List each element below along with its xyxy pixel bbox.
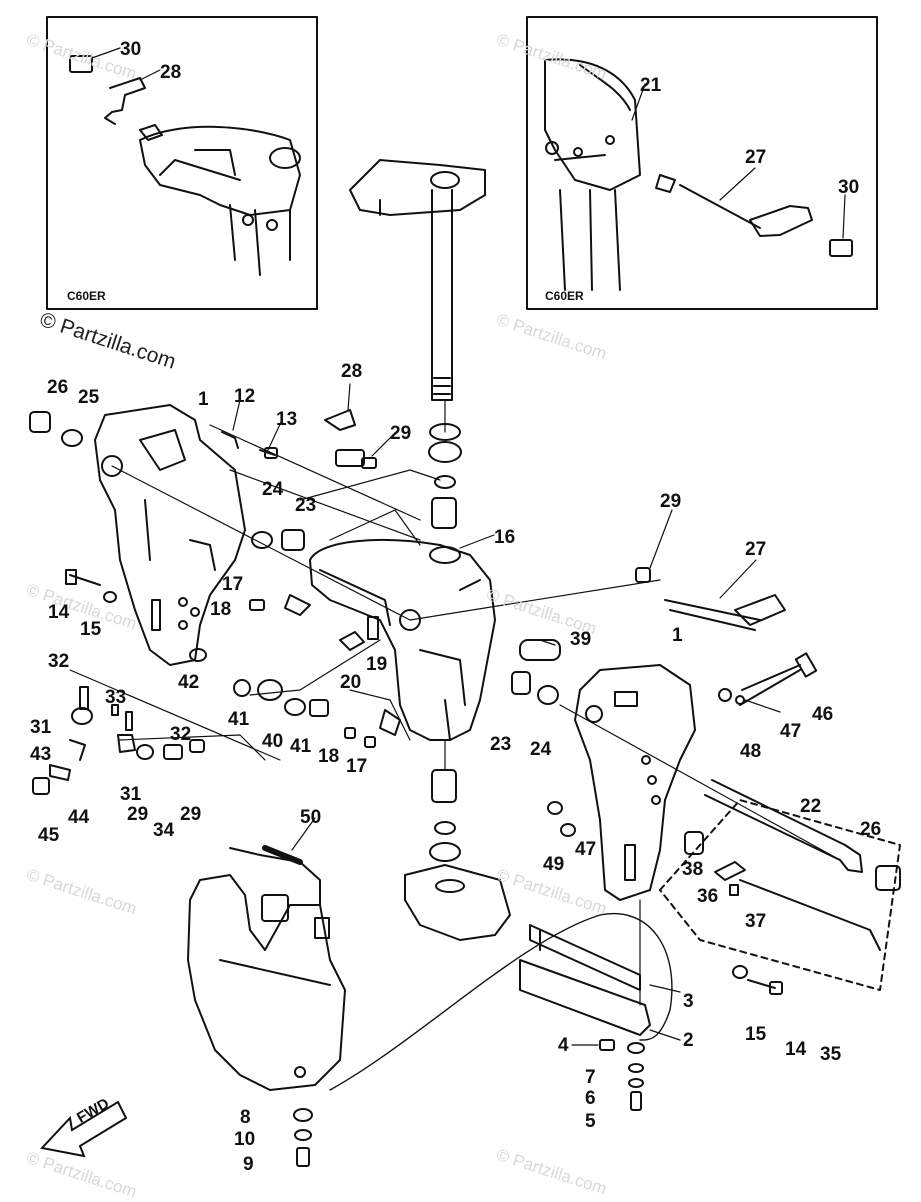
- rod-assembly: [714, 861, 881, 951]
- callout-29: 29: [180, 804, 202, 825]
- ground-wire: [329, 912, 673, 1091]
- callout-24: 24: [262, 479, 284, 500]
- callout-18: 18: [318, 746, 340, 767]
- callout-7: 7: [585, 1067, 596, 1088]
- callout-21: 21: [640, 75, 662, 96]
- callout-47: 47: [780, 721, 802, 742]
- callout-34: 34: [153, 820, 175, 841]
- callout-20: 20: [340, 672, 362, 693]
- callout-1: 1: [672, 625, 683, 646]
- inset-left-model-label: C60ER: [67, 289, 106, 303]
- callout-44: 44: [68, 807, 90, 828]
- callout-41: 41: [290, 736, 312, 757]
- callout-27: 27: [745, 147, 767, 168]
- callout-3: 3: [683, 991, 694, 1012]
- leader-lines: [69, 399, 841, 1006]
- callout-14: 14: [48, 602, 70, 623]
- rod-assembly-box: [659, 799, 901, 991]
- callout-35: 35: [820, 1044, 842, 1065]
- callout-24: 24: [530, 739, 552, 760]
- callout-29: 29: [390, 423, 412, 444]
- hardware-left: [29, 409, 651, 662]
- inset-right-rod: [655, 174, 853, 257]
- power-trim-unit: [187, 874, 346, 1091]
- callout-41: 41: [228, 709, 250, 730]
- callout-14: 14: [785, 1039, 807, 1060]
- callout-19: 19: [366, 654, 388, 675]
- callout-13: 13: [276, 409, 298, 430]
- callout-27: 27: [745, 539, 767, 560]
- callout-29: 29: [127, 804, 149, 825]
- callout-30: 30: [120, 39, 142, 60]
- callout-28: 28: [341, 361, 363, 382]
- callout-25: 25: [78, 387, 100, 408]
- fwd-arrow-icon: [40, 1100, 128, 1158]
- callout-9: 9: [243, 1154, 254, 1175]
- callout-37: 37: [745, 911, 767, 932]
- callout-leaders: [91, 47, 846, 1046]
- callout-16: 16: [494, 527, 516, 548]
- callout-10: 10: [234, 1129, 256, 1150]
- callout-5: 5: [585, 1111, 596, 1132]
- lower-mount: [404, 864, 511, 941]
- callout-4: 4: [558, 1035, 569, 1056]
- upper-bushing-stack: [428, 423, 462, 564]
- hardware-bottom-left: [32, 679, 376, 795]
- callout-23: 23: [295, 495, 317, 516]
- inset-left-lever: [69, 55, 163, 141]
- callout-28: 28: [160, 62, 182, 83]
- trim-rod-hardware: [664, 594, 801, 705]
- callout-40: 40: [262, 731, 284, 752]
- callout-8: 8: [240, 1107, 251, 1128]
- callout-47: 47: [575, 839, 597, 860]
- inset-right-frame: [526, 16, 878, 310]
- callout-38: 38: [682, 859, 704, 880]
- callout-31: 31: [120, 784, 142, 805]
- inset-right-bracket: [544, 58, 641, 291]
- left-clamp-bracket: [94, 404, 246, 666]
- callout-22: 22: [800, 796, 822, 817]
- callout-15: 15: [80, 619, 102, 640]
- callout-6: 6: [585, 1088, 596, 1109]
- callout-33: 33: [105, 687, 127, 708]
- callout-1: 1: [198, 389, 209, 410]
- callout-32: 32: [170, 724, 192, 745]
- callout-39: 39: [570, 629, 592, 650]
- trim-plates: [519, 924, 651, 1036]
- callout-31: 31: [30, 717, 52, 738]
- lower-bushing-stack: [429, 769, 461, 862]
- steering-shaft: [431, 189, 453, 401]
- callout-30: 30: [838, 177, 860, 198]
- steering-arm: [349, 159, 486, 216]
- tilt-tube: [704, 779, 901, 891]
- swivel-bracket: [309, 539, 496, 741]
- callout-18: 18: [210, 599, 232, 620]
- callout-29: 29: [660, 491, 682, 512]
- callout-49: 49: [543, 854, 565, 875]
- callout-50: 50: [300, 807, 322, 828]
- bolt-46: [739, 652, 818, 706]
- callout-26: 26: [47, 377, 69, 398]
- cable-50: [229, 845, 321, 906]
- callout-48: 48: [740, 741, 762, 762]
- inset-right-model-label: C60ER: [545, 289, 584, 303]
- callout-17: 17: [346, 756, 368, 777]
- callout-2: 2: [683, 1030, 694, 1051]
- callout-26: 26: [860, 819, 882, 840]
- callout-23: 23: [490, 734, 512, 755]
- callout-15: 15: [745, 1024, 767, 1045]
- inset-left-frame: [46, 16, 318, 310]
- callout-36: 36: [697, 886, 719, 907]
- callout-12: 12: [234, 386, 256, 407]
- callout-46: 46: [812, 704, 834, 725]
- callout-43: 43: [30, 744, 52, 765]
- callout-42: 42: [178, 672, 200, 693]
- callout-45: 45: [38, 825, 60, 846]
- right-clamp-bracket: [574, 664, 696, 901]
- inset-left-bracket: [139, 125, 301, 276]
- callout-32: 32: [48, 651, 70, 672]
- callout-17: 17: [222, 574, 244, 595]
